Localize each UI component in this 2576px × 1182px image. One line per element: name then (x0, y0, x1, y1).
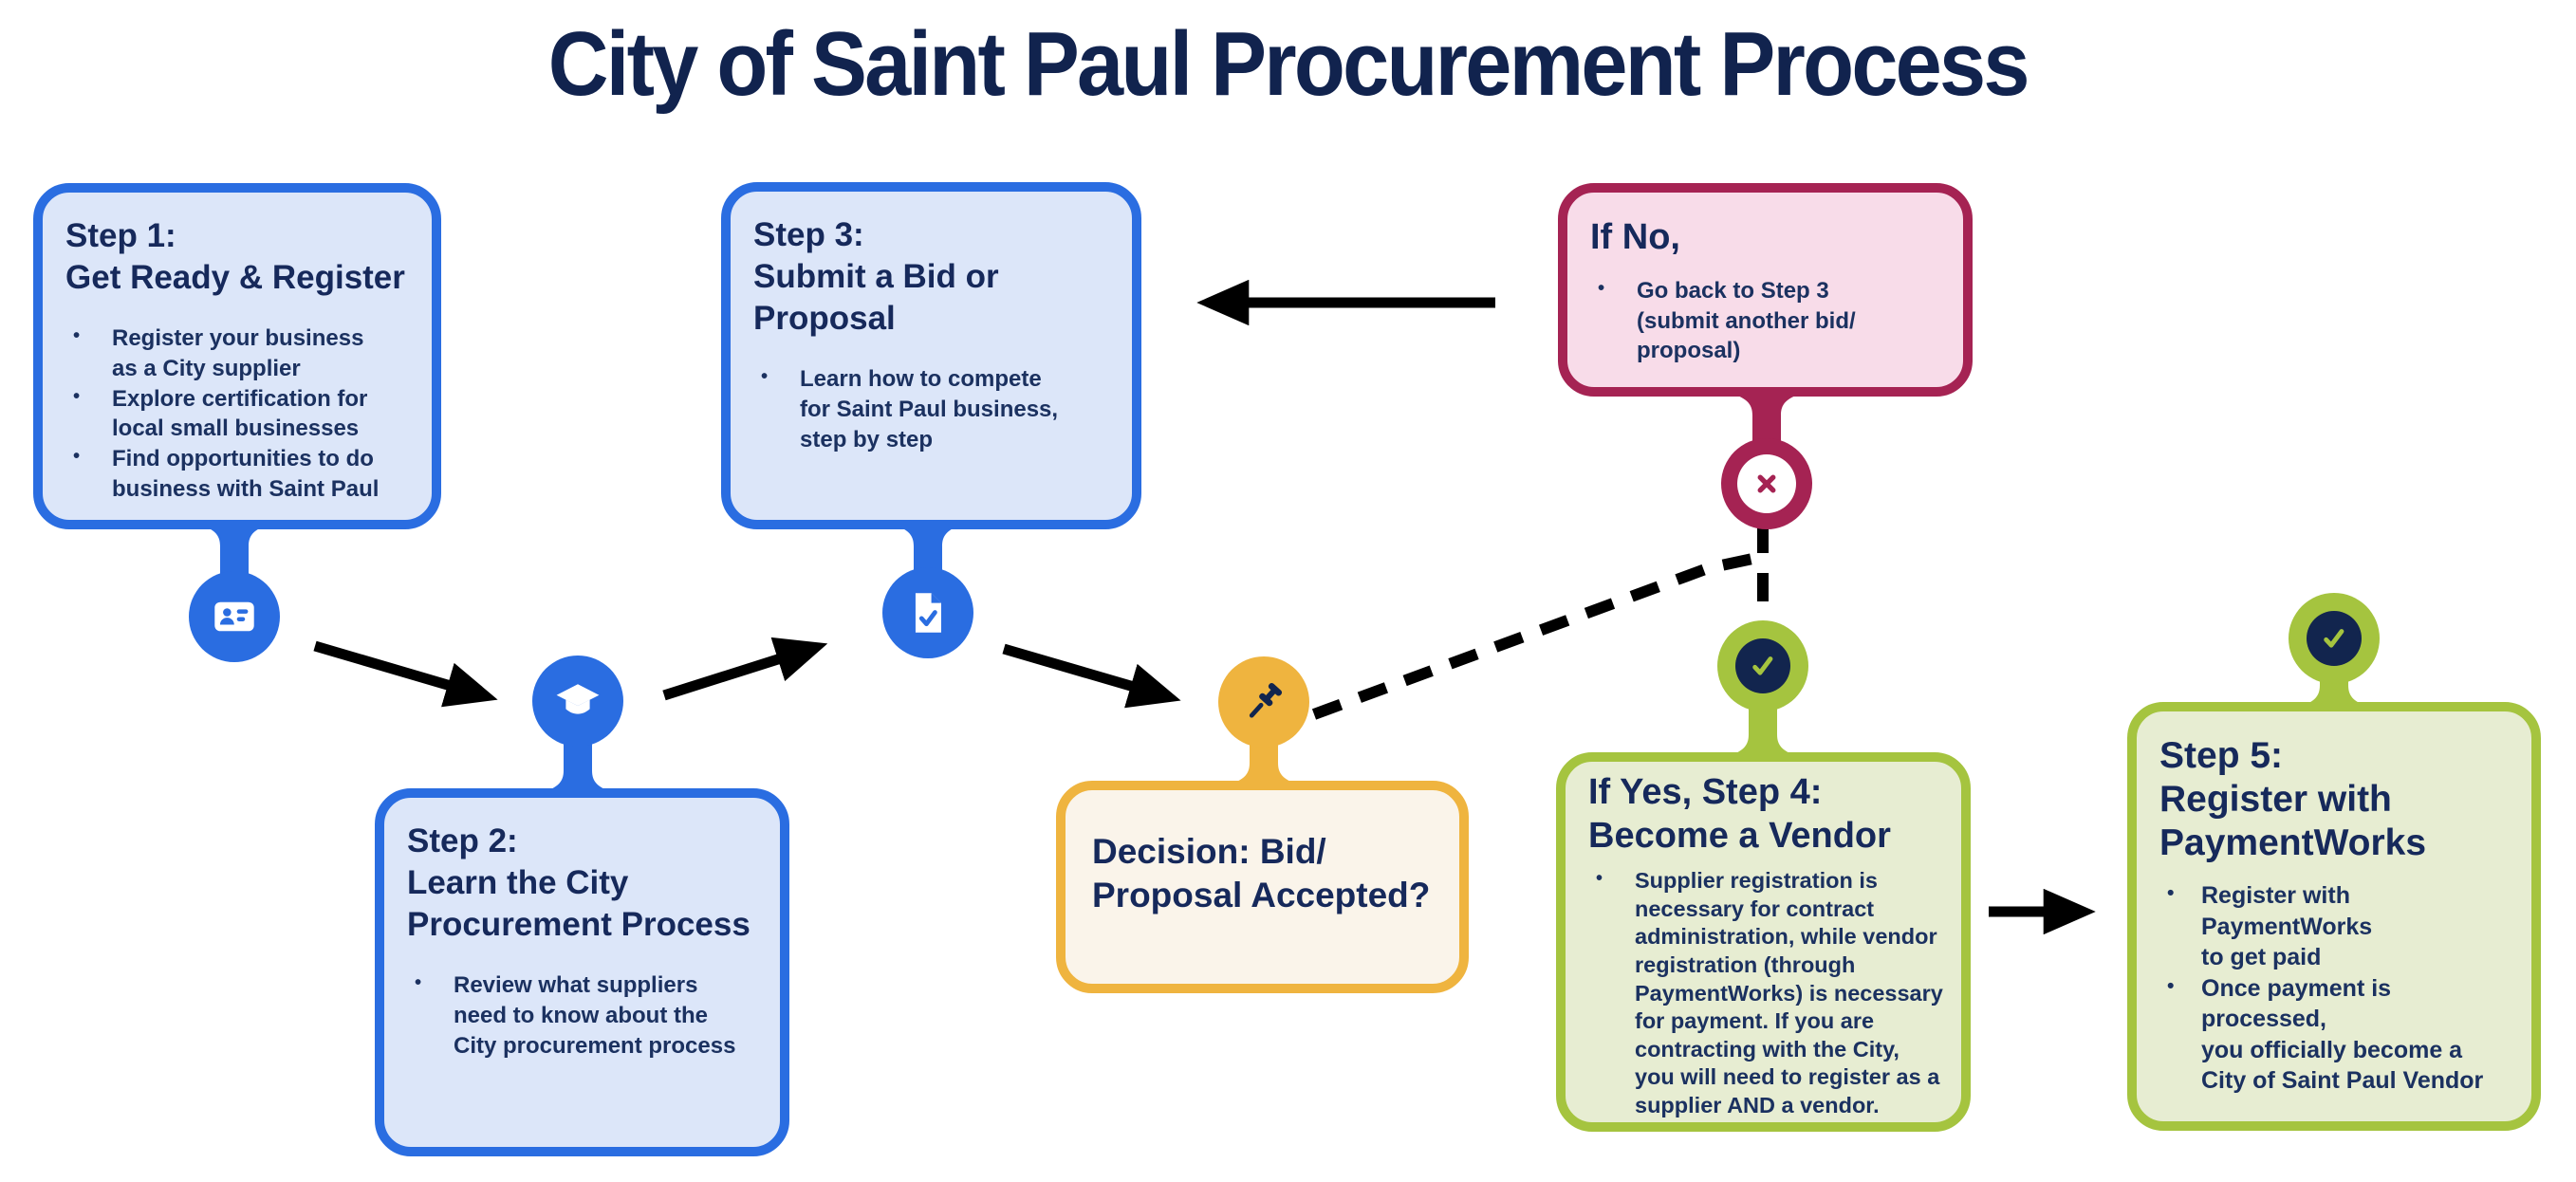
page-title: City of Saint Paul Procurement Process (548, 13, 2030, 115)
gavel-icon (1249, 682, 1283, 718)
step5-check-badge (2289, 593, 2380, 684)
card-title: If No, (1590, 217, 1680, 257)
bullet-item: Go back to Step 3 (submit another bid/ p… (1590, 276, 1946, 366)
arrow-step3-to-decision (1002, 643, 1181, 709)
decision-badge (1218, 656, 1309, 748)
arrow-step1-to-step2 (313, 640, 498, 708)
stem-if-no (1721, 391, 1812, 484)
if-no-x-badge (1721, 438, 1812, 529)
bullet-list: Supplier registration is necessary for c… (1588, 867, 1944, 1119)
dashed-connectors (1311, 525, 1769, 720)
card-title: If Yes, Step 4: Become a Vendor (1588, 772, 1891, 856)
step1-card: Step 1: Get Ready & Register Register yo… (33, 183, 441, 529)
step1-badge (189, 571, 280, 662)
bullet-list: Learn how to compete for Saint Paul busi… (753, 364, 1115, 454)
dashed-decision-to-junction (1311, 552, 1759, 720)
x-badge-inner (1737, 454, 1796, 513)
bullet-item: Learn how to compete for Saint Paul busi… (753, 364, 1115, 454)
decision-card: Decision: Bid/ Proposal Accepted? (1056, 781, 1469, 993)
bullet-item: Register your business as a City supplie… (65, 323, 415, 383)
step4-card: If Yes, Step 4: Become a Vendor Supplier… (1556, 752, 1971, 1132)
bullet-item: Supplier registration is necessary for c… (1588, 867, 1944, 1119)
bullet-list: Go back to Step 3 (submit another bid/ p… (1590, 276, 1946, 366)
card-title: Step 2: Learn the City Procurement Proce… (407, 822, 751, 944)
bullet-item: Review what suppliers need to know about… (407, 970, 763, 1061)
check-badge-inner (1735, 638, 1790, 693)
arrow-step2-to-step3 (662, 637, 828, 701)
check-mark-icon (2324, 629, 2344, 648)
step2-card: Step 2: Learn the City Procurement Proce… (375, 788, 789, 1156)
id-card-icon (214, 601, 254, 632)
card-title: Step 1: Get Ready & Register (65, 217, 405, 297)
card-title: Decision: Bid/ Proposal Accepted? (1092, 832, 1431, 915)
page-title-wrap: City of Saint Paul Procurement Process (0, 13, 2576, 116)
flow-arrows (313, 279, 2096, 935)
bullet-item: Find opportunities to do business with S… (65, 444, 415, 504)
stem-step2 (532, 701, 623, 795)
check-mark-icon (1752, 656, 1773, 675)
if-no-card: If No, Go back to Step 3 (submit another… (1558, 183, 1973, 397)
card-title: Step 5: Register with PaymentWorks (2159, 735, 2427, 864)
step5-card: Step 5: Register with PaymentWorks Regis… (2127, 702, 2541, 1131)
bullet-list: Register with PaymentWorks to get paid O… (2159, 880, 2514, 1097)
stem-step4 (1717, 666, 1808, 759)
check-badge-inner (2307, 611, 2362, 666)
bullet-list: Register your business as a City supplie… (65, 323, 415, 504)
bullet-item: Register with PaymentWorks to get paid (2159, 880, 2514, 973)
x-mark-icon (1757, 474, 1776, 493)
graduation-cap-icon (556, 684, 600, 714)
bullet-item: Once payment is processed, you officiall… (2159, 973, 2514, 1097)
step3-badge (882, 567, 973, 658)
step4-check-badge (1717, 620, 1808, 711)
step3-card: Step 3: Submit a Bid or Proposal Learn h… (721, 182, 1141, 529)
stem-step1 (189, 522, 280, 617)
bullet-item: Explore certification for local small bu… (65, 384, 415, 444)
step2-badge (532, 656, 623, 747)
card-title: Step 3: Submit a Bid or Proposal (753, 216, 999, 338)
bullet-list: Review what suppliers need to know about… (407, 970, 763, 1061)
document-check-icon (915, 593, 941, 633)
